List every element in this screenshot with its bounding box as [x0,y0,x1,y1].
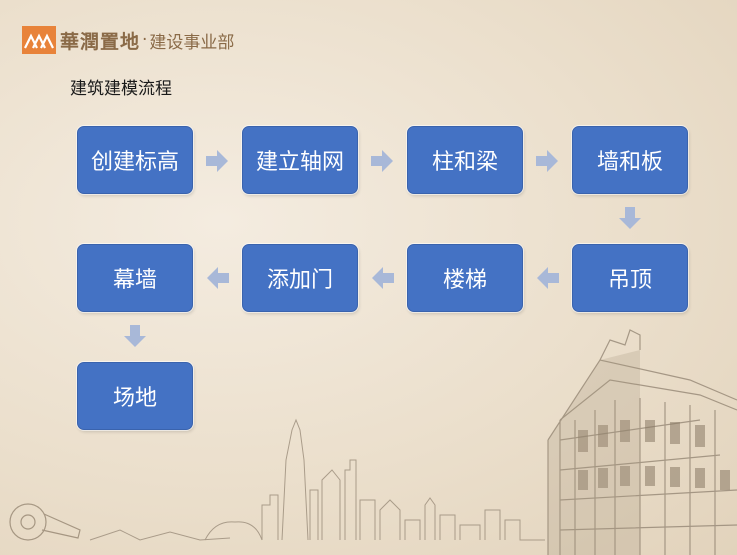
arrow-right-icon [204,148,230,174]
arrow-down-icon [122,323,148,349]
flow-step-3[interactable]: 柱和梁 [407,126,523,194]
arrow-right-icon [534,148,560,174]
flow-step-8[interactable]: 幕墙 [77,244,193,312]
arrow-left-icon [535,265,561,291]
skyline-illustration [89,418,545,541]
arrow-left-icon [205,265,231,291]
logo-separator: · [142,30,148,50]
tape-measure-illustration [9,503,81,541]
logo-mark-icon [22,26,56,54]
flow-step-1[interactable]: 创建标高 [77,126,193,194]
logo-division-text: 建设事业部 [149,32,235,53]
flow-step-6[interactable]: 楼梯 [407,244,523,312]
building-illustration [547,329,737,555]
flow-step-4[interactable]: 墙和板 [572,126,688,194]
logo-brand-text: 華潤置地 [60,30,141,53]
flow-step-2[interactable]: 建立轴网 [242,126,358,194]
slide-subtitle: 建筑建模流程 [70,79,172,99]
arrow-left-icon [370,265,396,291]
flow-step-9[interactable]: 场地 [77,362,193,430]
flow-step-5[interactable]: 吊顶 [572,244,688,312]
building-windows [578,420,730,490]
building-shadow [548,350,640,555]
arrow-right-icon [369,148,395,174]
arrow-down-icon [617,205,643,231]
company-logo: 華潤置地 · 建设事业部 [22,26,234,54]
flow-step-7[interactable]: 添加门 [242,244,358,312]
